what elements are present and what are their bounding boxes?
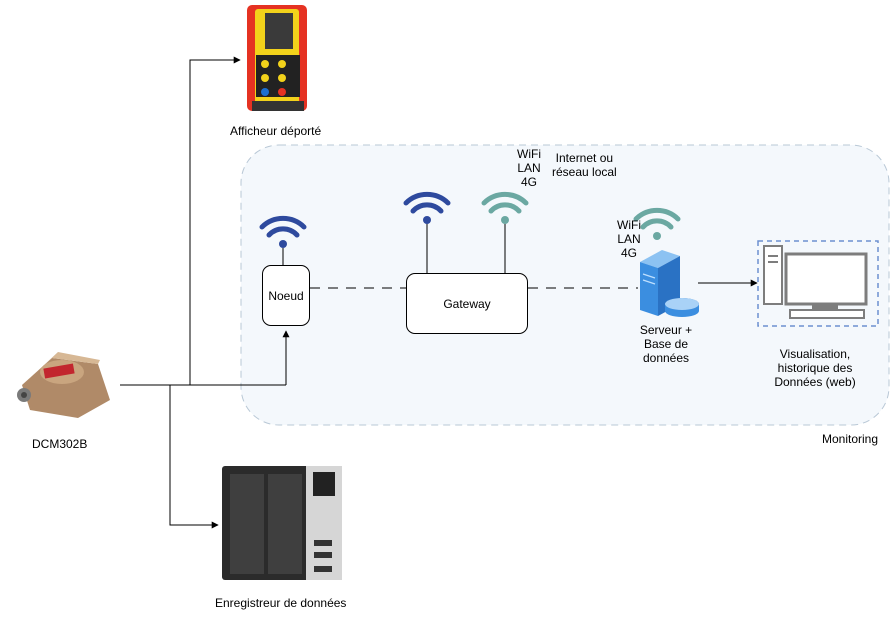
server-network-types: WiFi LAN 4G	[613, 218, 645, 260]
remote-display-image	[247, 5, 307, 111]
internet-label: Internet ou réseau local	[552, 151, 617, 179]
wifi-icon-server	[633, 207, 681, 240]
gateway-box[interactable]: Gateway	[406, 273, 528, 334]
network-type-lan: LAN	[517, 161, 541, 175]
gateway-network-types: WiFi LAN 4G	[513, 147, 545, 189]
monitoring-zone-label: Monitoring	[822, 432, 879, 446]
wifi-icon-node	[259, 215, 307, 248]
sensor-label: DCM302B	[32, 437, 88, 451]
network-type-4g: 4G	[520, 175, 537, 189]
gateway-label: Gateway	[443, 296, 491, 311]
connectors	[120, 56, 758, 529]
node-label: Noeud	[268, 288, 304, 303]
node-box[interactable]: Noeud	[262, 265, 310, 326]
server-label: Serveur + Base de données	[639, 323, 693, 365]
wifi-icon-gateway-left	[403, 191, 451, 224]
wifi-icon-gateway-right	[481, 191, 529, 224]
display-connector	[189, 56, 241, 385]
remote-display-label: Afficheur déporté	[230, 124, 322, 138]
server-type-lan: LAN	[617, 232, 641, 246]
sensor-image	[17, 352, 110, 418]
server-type-4g: 4G	[620, 246, 637, 260]
logger-connector	[169, 385, 219, 529]
server-type-wifi: WiFi	[617, 218, 641, 232]
data-logger-image	[222, 466, 342, 580]
monitoring-zone	[240, 144, 890, 426]
network-type-wifi: WiFi	[517, 147, 541, 161]
server-database-icon	[640, 250, 699, 317]
data-logger-label: Enregistreur de données	[215, 596, 347, 610]
monitor-icon	[757, 240, 879, 327]
monitor-label: Visualisation, historique des Données (w…	[774, 347, 856, 389]
